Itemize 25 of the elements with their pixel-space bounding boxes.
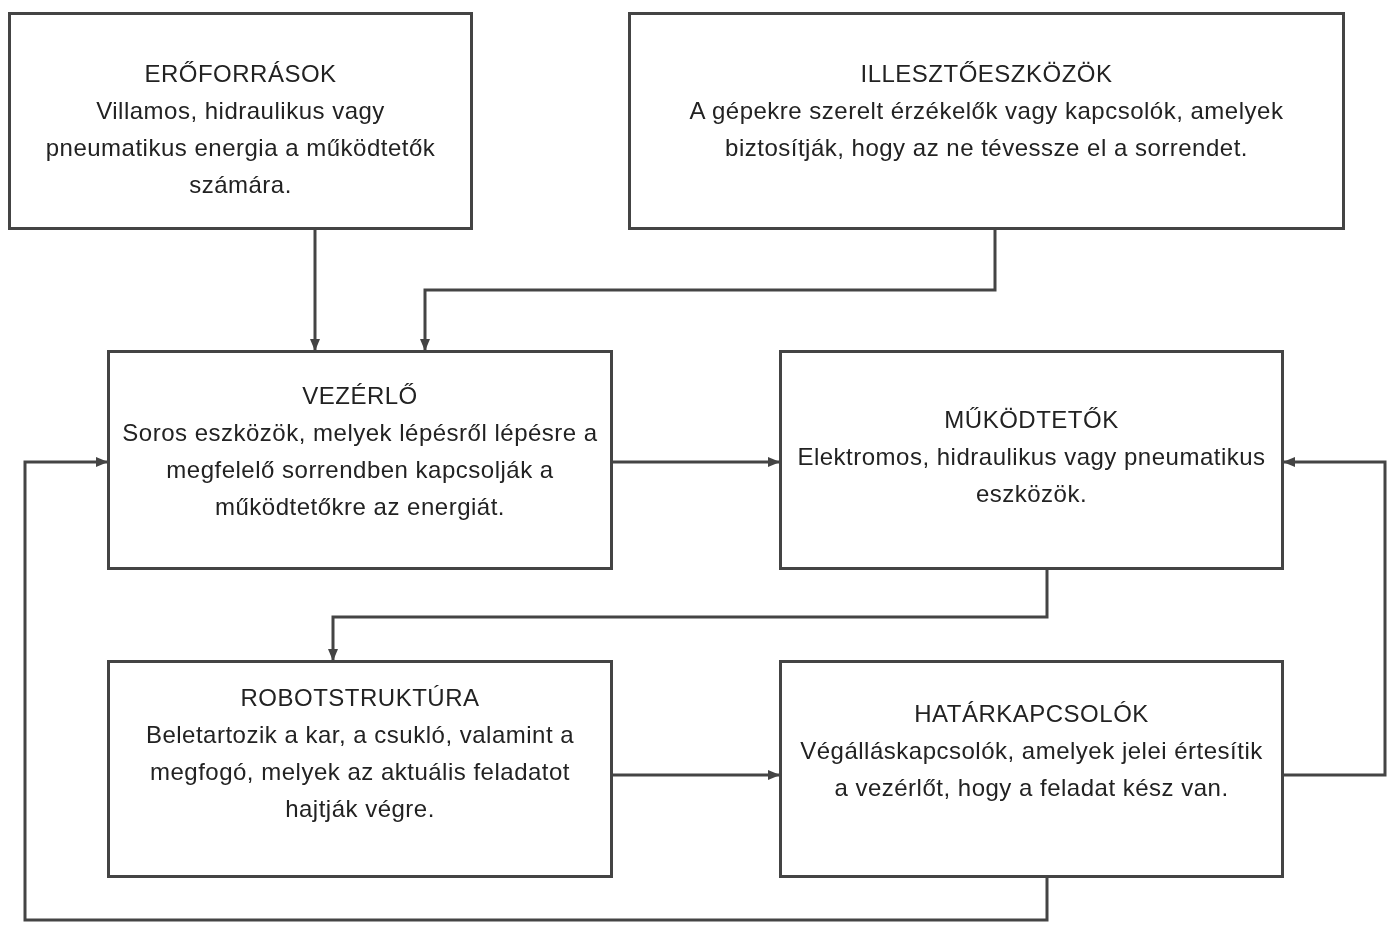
process-box xyxy=(107,350,613,570)
box-description: Elektromos, hidraulikus vagy pneumatikus eszközök. xyxy=(796,442,1267,509)
box-heading: HATÁRKAPCSOLÓK xyxy=(914,699,1149,729)
box-heading: ILLESZTŐESZKÖZÖK xyxy=(860,59,1113,89)
box-description: Villamos, hidraulikus vagy pneumatikus energia a működtetők számára. xyxy=(44,96,437,200)
process-box xyxy=(107,660,613,878)
arrow xyxy=(23,457,1049,922)
box-heading: ROBOTSTRUKTÚRA xyxy=(240,683,480,713)
process-box xyxy=(779,350,1284,570)
box-heading: ERŐFORRÁSOK xyxy=(144,59,337,89)
process-box xyxy=(8,12,473,230)
arrow xyxy=(328,570,1049,661)
box-description: Végálláskapcsolók, amelyek jelei értesítik a vezérlőt, hogy a feladat kész van. xyxy=(799,736,1264,803)
process-box xyxy=(779,660,1284,878)
box-description: Beletartozik a kar, a csukló, valamint a megfogó, melyek az aktuális feladatot hajtják végre. xyxy=(144,720,576,824)
arrow xyxy=(613,457,780,467)
arrow xyxy=(613,770,780,780)
box-description: A gépekre szerelt érzékelők vagy kapcsolók, amelyek biztosítják, hogy az ne tévessze el a sorrendet. xyxy=(688,96,1285,163)
box-heading: MŰKÖDTETŐK xyxy=(944,405,1119,435)
box-description: Soros eszközök, melyek lépésről lépésre a megfelelő sorrendben kapcsolják a működtetőkre az energiát. xyxy=(122,418,598,522)
process-box xyxy=(628,12,1345,230)
arrow xyxy=(420,230,997,351)
arrow xyxy=(310,230,320,351)
arrow xyxy=(1283,457,1387,777)
box-heading: VEZÉRLŐ xyxy=(302,381,418,411)
